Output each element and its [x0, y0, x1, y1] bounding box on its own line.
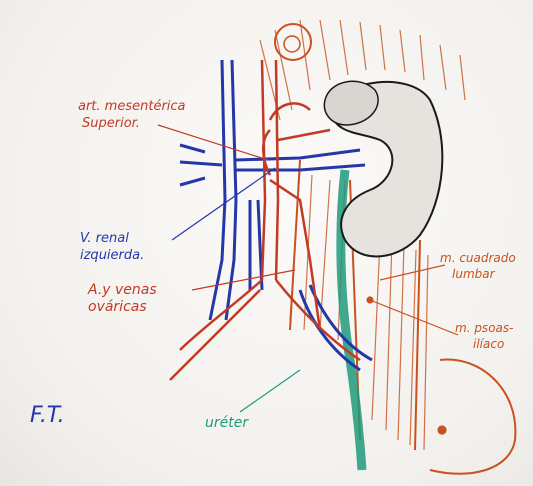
label-renal-vein: V. renal izquierda.: [80, 232, 144, 262]
label-psoas: m. psoas- ilíaco: [455, 322, 513, 350]
label-sma: art. mesentérica Superior.: [78, 100, 186, 130]
label-quadratus-line2: lumbar: [440, 268, 516, 280]
psoas-muscle-outline: [430, 360, 515, 474]
label-psoas-line2: ilíaco: [455, 338, 513, 350]
label-gonadal-line2: ováricas: [88, 300, 157, 314]
label-renal-vein-line1: V. renal: [80, 232, 144, 245]
label-sma-line1: art. mesentérica: [78, 100, 186, 113]
label-initials: F.T.: [30, 405, 65, 427]
label-quadratus-lumborum: m. cuadrado lumbar: [440, 252, 516, 280]
vertebra-circle: [275, 24, 311, 60]
label-psoas-line1: m. psoas-: [455, 322, 513, 334]
label-sma-line2: Superior.: [78, 117, 186, 130]
label-gonadal-vessels: A.y venas ováricas: [88, 283, 157, 314]
label-gonadal-line1: A.y venas: [88, 283, 157, 297]
label-ureter: uréter: [205, 416, 248, 430]
label-quadratus-line1: m. cuadrado: [440, 252, 516, 264]
label-renal-vein-line2: izquierda.: [80, 249, 144, 262]
